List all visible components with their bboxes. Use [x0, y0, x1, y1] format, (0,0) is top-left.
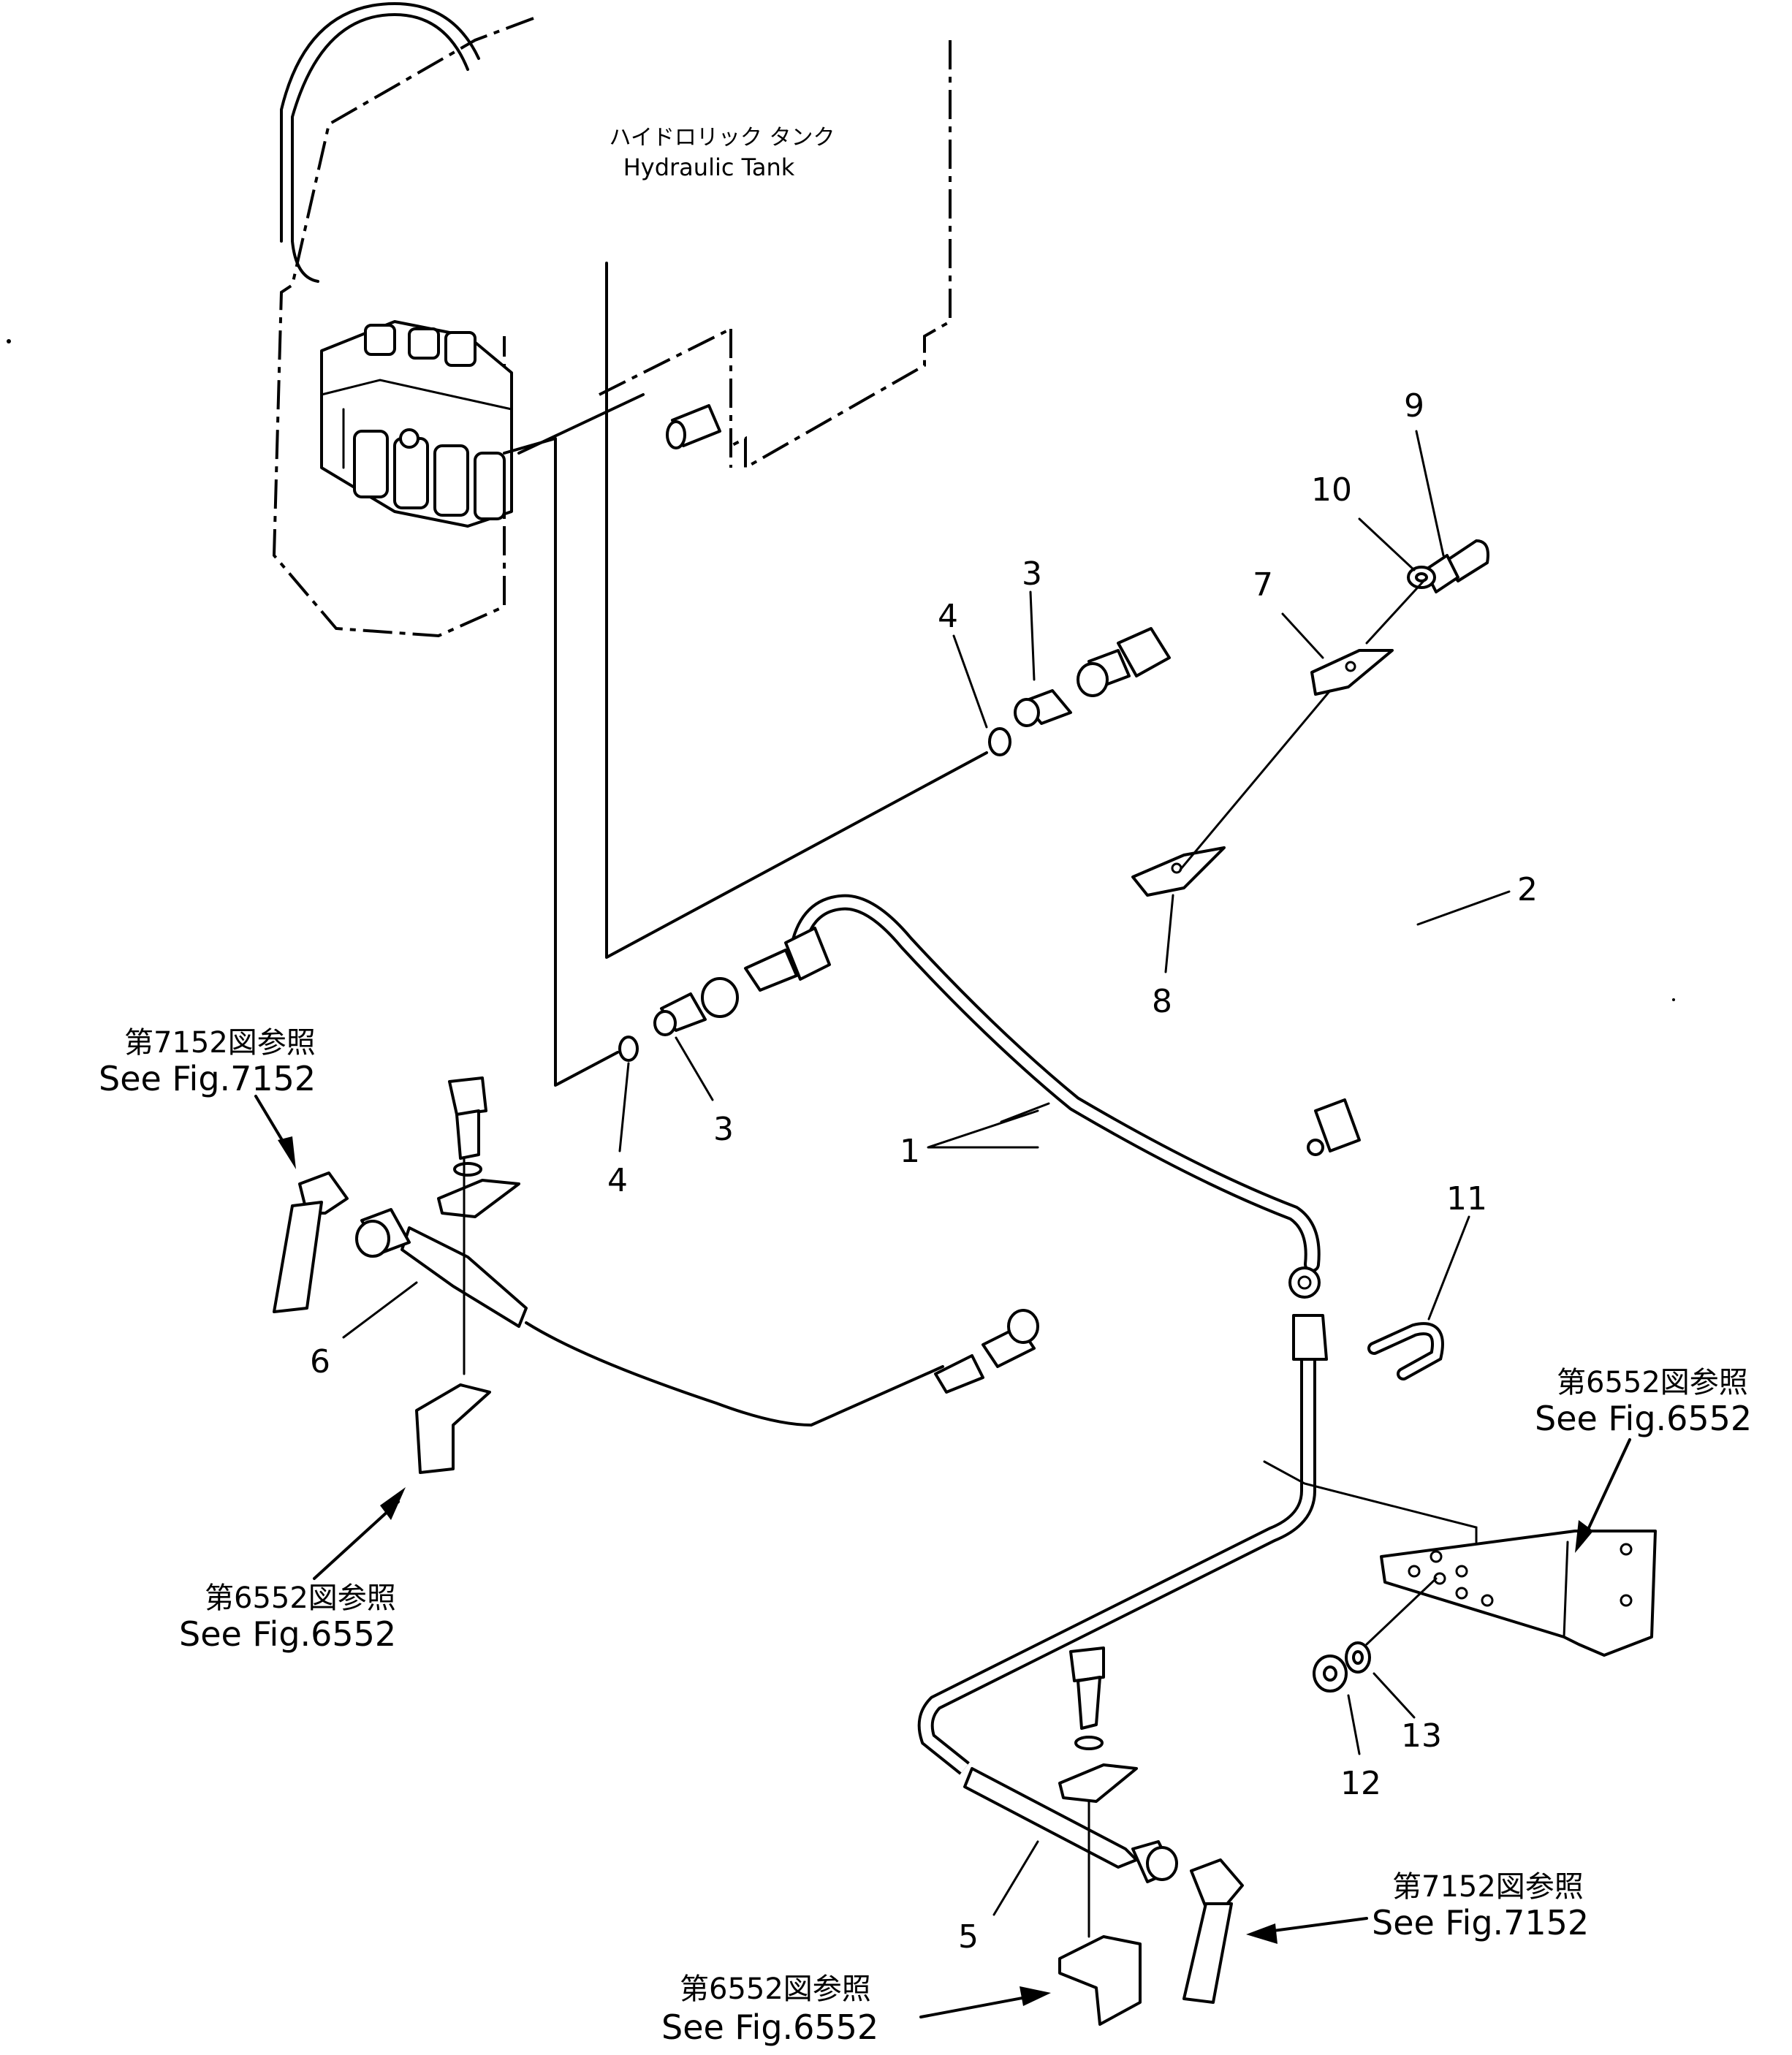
part-number-2: 2 [1517, 871, 1538, 908]
ref-fig6552-bottom-jp: 第6552図参照 [680, 1972, 871, 2006]
reference-fig6552-right: 第6552図参照 See Fig.6552 [1535, 1366, 1752, 1553]
part-number-6: 6 [310, 1343, 330, 1380]
speck [7, 339, 11, 343]
part-number-9: 9 [1404, 387, 1424, 425]
clamp-7 [1310, 649, 1394, 696]
part-number-11: 11 [1446, 1180, 1487, 1218]
reference-fig7152-left: 第7152図参照 See Fig.7152 [99, 1026, 316, 1169]
leader-line-4-upper [605, 262, 988, 959]
washer-leader [1365, 1577, 1438, 1646]
tank-label-jp: ハイドロリック タンク [610, 125, 835, 151]
part-number-3-lower: 3 [713, 1111, 734, 1148]
clamp-leader [1179, 689, 1332, 871]
hydraulic-tank: ハイドロリック タンク Hydraulic Tank [272, 2, 952, 638]
elbow-fitting-right [1182, 1858, 1244, 2004]
ref-fig6552-right-en: See Fig.6552 [1535, 1399, 1752, 1438]
clamp-hardware-lower [1058, 1646, 1142, 2026]
adapter-3-lower [653, 992, 707, 1036]
ref-fig7152-left-jp: 第7152図参照 [124, 1026, 316, 1060]
ref-fig6552-left-en: See Fig.6552 [179, 1614, 396, 1654]
speck [1672, 998, 1675, 1001]
part-number-5: 5 [958, 1918, 979, 1956]
washer-10 [1407, 566, 1436, 589]
nut-12 [1313, 1655, 1348, 1693]
elbow-fitting-left [273, 1171, 349, 1313]
part-number-4-lower: 4 [607, 1162, 628, 1199]
bolt-9 [1424, 539, 1489, 593]
tank-label-en: Hydraulic Tank [623, 153, 795, 181]
ref-fig6552-left-jp: 第6552図参照 [205, 1581, 396, 1615]
part-number-7: 7 [1253, 566, 1273, 604]
bracket-right [1380, 1530, 1657, 1657]
ref-fig7152-left-en: See Fig.7152 [99, 1059, 316, 1098]
part-number-12: 12 [1340, 1765, 1381, 1802]
reference-fig6552-left: 第6552図参照 See Fig.6552 [179, 1487, 406, 1654]
reference-fig7152-right: 第7152図参照 See Fig.7152 [1246, 1870, 1589, 1944]
leader-line-valve [517, 393, 645, 455]
bracket-leader [1263, 1460, 1478, 1543]
tube-1 [701, 894, 1321, 1299]
u-bolt-11 [1367, 1322, 1444, 1380]
leader-line-4-lower [503, 437, 619, 1087]
tank-port-fitting [666, 404, 721, 449]
reference-fig6552-bottom: 第6552図参照 See Fig.6552 [661, 1972, 1051, 2047]
o-ring-4-upper [988, 727, 1011, 756]
part-number-1: 1 [900, 1133, 920, 1170]
hose-5 [917, 1314, 1328, 1883]
ref-fig6552-right-jp: 第6552図参照 [1557, 1366, 1748, 1399]
bolt-leader [1365, 580, 1425, 645]
ref-fig7152-right-en: See Fig.7152 [1372, 1903, 1589, 1942]
adapter-3-upper [1014, 689, 1072, 727]
tube-2 [1077, 627, 1415, 1156]
part-number-3-upper: 3 [1022, 555, 1042, 593]
part-number-4-upper: 4 [938, 598, 958, 635]
washer-13 [1345, 1641, 1371, 1674]
o-ring-4-lower [618, 1036, 639, 1062]
ref-fig7152-right-jp: 第7152図参照 [1392, 1870, 1584, 1904]
control-valve [320, 320, 513, 528]
part-number-10: 10 [1311, 471, 1352, 509]
part-callouts: 1 2 3 3 4 4 5 6 7 8 9 10 11 12 13 [310, 387, 1538, 1956]
ref-fig6552-bottom-en: See Fig.6552 [661, 2007, 878, 2047]
part-number-13: 13 [1401, 1717, 1442, 1755]
part-number-8: 8 [1152, 983, 1172, 1020]
clamp-8 [1131, 846, 1226, 897]
clamp-hardware-left [415, 1076, 520, 1474]
